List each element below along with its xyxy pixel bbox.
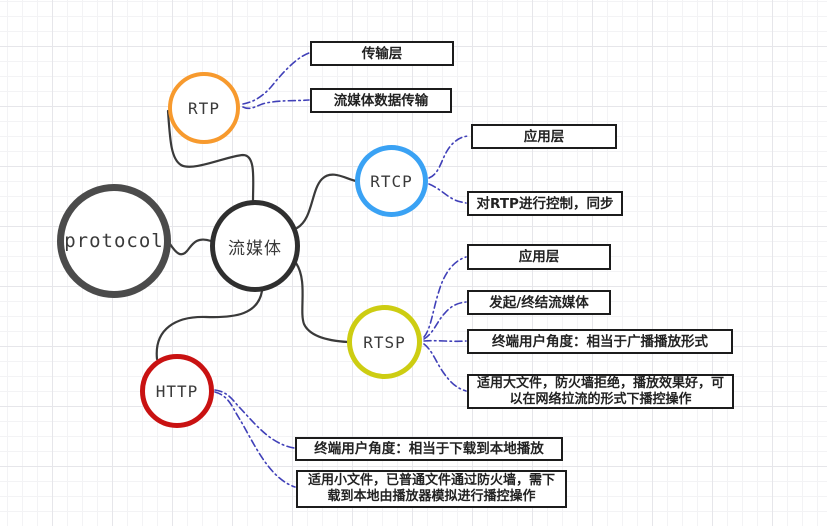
edge-rtsp-large-file [423, 343, 467, 392]
node-rtp[interactable]: RTP [168, 72, 240, 144]
node-protocol-root[interactable]: protocol [57, 184, 171, 298]
edge-rtcp-app-layer [428, 135, 471, 179]
edge-root-hub [168, 238, 213, 256]
annotation-rtp-transport-layer[interactable]: 传输层 [310, 41, 454, 66]
edge-rtp-transport-layer [242, 52, 310, 105]
edge-rtcp-control [428, 183, 467, 204]
node-streaming-media-label: 流媒体 [228, 238, 282, 259]
annotation-rtcp-app-layer[interactable]: 应用层 [471, 124, 617, 149]
annotation-rtcp-control[interactable]: 对RTP进行控制，同步 [467, 191, 623, 216]
annotation-rtsp-app-layer[interactable]: 应用层 [467, 244, 611, 270]
node-streaming-media-hub[interactable]: 流媒体 [210, 200, 300, 292]
annotation-http-small-file[interactable]: 适用小文件，已普通文件通过防火墙，需下载到本地由播放器模拟进行播控操作 [296, 470, 567, 508]
edge-rtsp-broadcast [423, 339, 467, 343]
node-rtsp[interactable]: RTSP [347, 305, 422, 379]
edge-hub-rtsp [294, 261, 350, 344]
edge-hub-rtcp [295, 173, 358, 230]
edge-rtsp-app-layer [423, 256, 467, 338]
edge-hub-http [155, 289, 264, 361]
edge-http-small-file [214, 391, 296, 488]
node-http[interactable]: HTTP [140, 354, 214, 428]
annotation-http-local-play[interactable]: 终端用户角度：相当于下载到本地播放 [295, 437, 563, 461]
node-http-label: HTTP [155, 381, 199, 401]
annotation-rtp-streaming-data[interactable]: 流媒体数据传输 [310, 88, 452, 113]
annotation-rtsp-broadcast[interactable]: 终端用户角度：相当于广播播放形式 [467, 329, 733, 354]
node-rtp-label: RTP [188, 98, 220, 118]
node-rtsp-label: RTSP [363, 332, 406, 352]
edge-http-local-play [214, 389, 295, 449]
node-rtcp[interactable]: RTCP [355, 145, 428, 217]
node-protocol-label: protocol [64, 230, 164, 252]
annotation-rtsp-large-file[interactable]: 适用大文件，防火墙拒绝，播放效果好，可以在网络拉流的形式下播控操作 [467, 374, 734, 409]
edge-rtp-streaming-data [242, 99, 310, 110]
node-rtcp-label: RTCP [370, 171, 413, 191]
edge-rtsp-start-end [423, 301, 467, 340]
annotation-rtsp-start-end[interactable]: 发起/终结流媒体 [467, 290, 611, 315]
